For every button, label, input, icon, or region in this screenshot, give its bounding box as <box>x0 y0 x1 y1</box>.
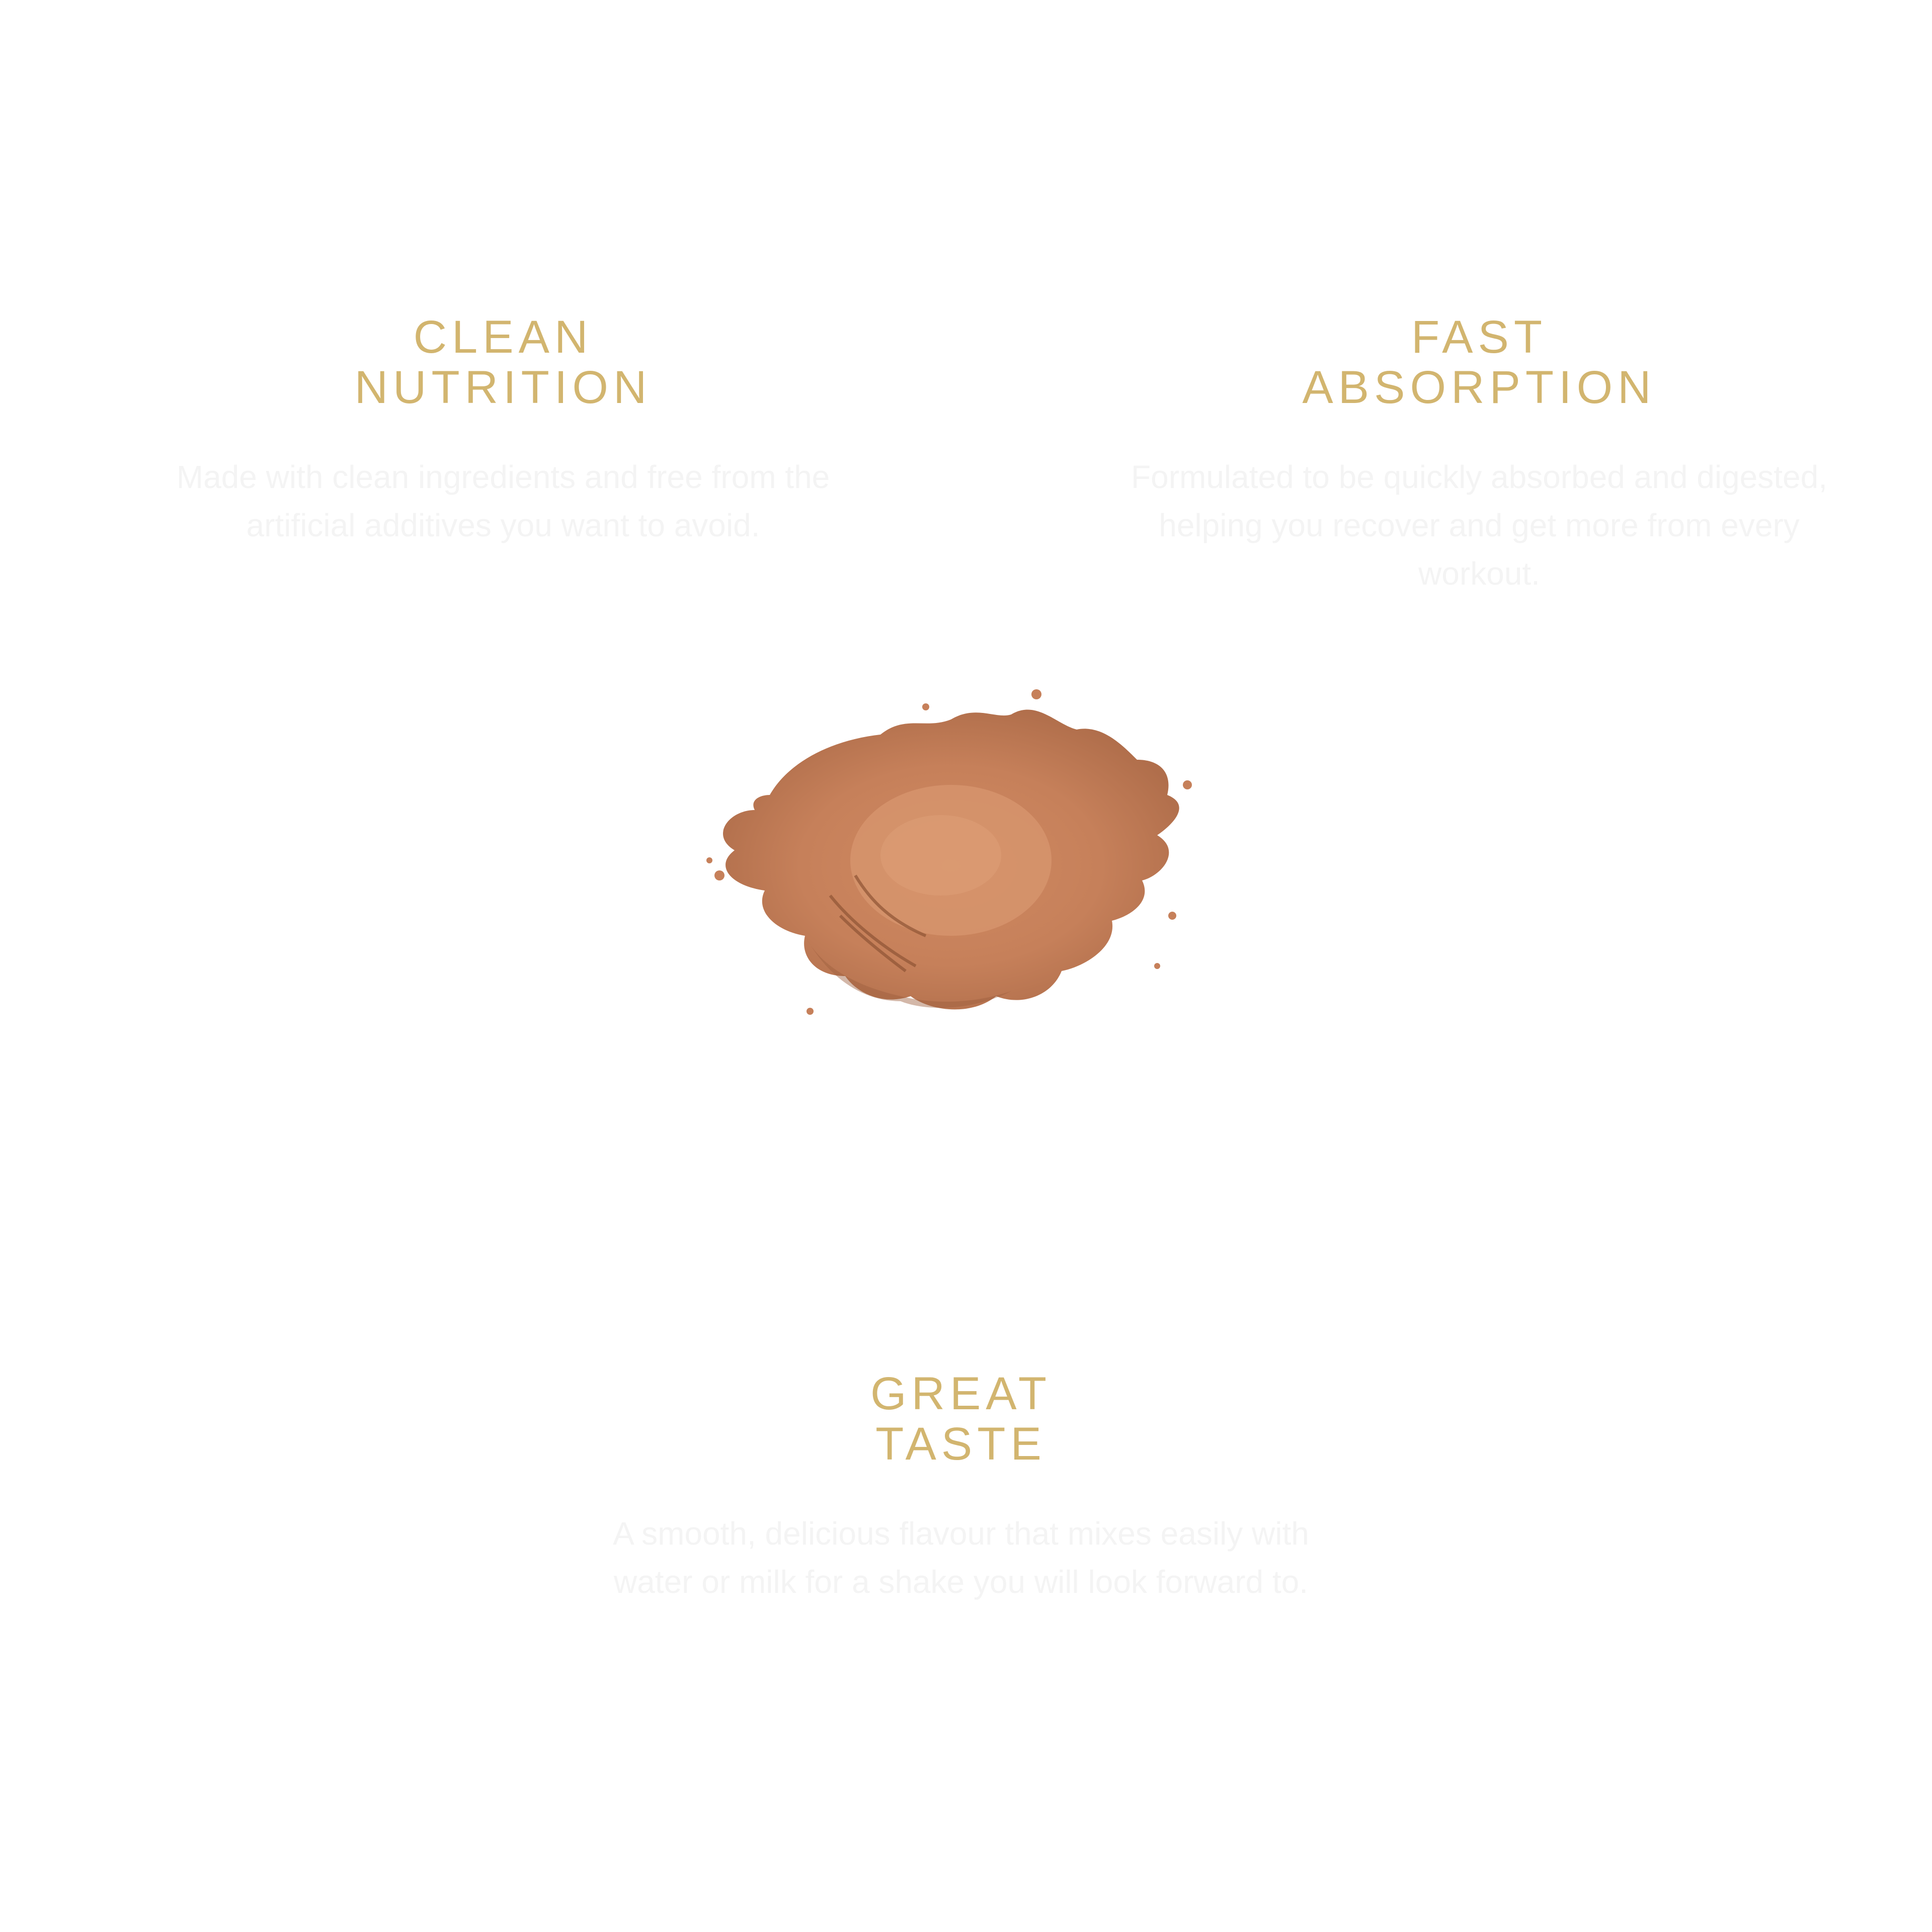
feature-description: Made with clean ingredients and free fro… <box>176 459 830 543</box>
feature-title-line-2: NUTRITION <box>354 362 652 413</box>
feature-title-line-2: TASTE <box>875 1418 1046 1470</box>
feature-clean-nutrition: CLEAN NUTRITION Made with clean ingredie… <box>151 312 855 549</box>
feature-title-line-1: FAST <box>1411 311 1548 363</box>
powder-speck <box>1168 912 1176 920</box>
powder-speck <box>714 870 725 880</box>
feature-title: GREAT TASTE <box>609 1369 1313 1469</box>
feature-title: FAST ABSORPTION <box>1127 312 1831 413</box>
feature-title: CLEAN NUTRITION <box>151 312 855 413</box>
powder-edge-shadow <box>805 936 1011 1008</box>
feature-great-taste: GREAT TASTE A smooth, delicious flavour … <box>609 1369 1313 1606</box>
feature-title-line-1: GREAT <box>870 1368 1052 1419</box>
powder-speck <box>922 703 929 710</box>
feature-description: Formulated to be quickly absorbed and di… <box>1131 459 1827 592</box>
powder-crater-center <box>880 815 1001 896</box>
powder-speck <box>1154 963 1160 969</box>
feature-title-line-1: CLEAN <box>413 311 593 363</box>
powder-speck <box>706 857 712 863</box>
powder-speck <box>807 1008 814 1015</box>
powder-pile-illustration <box>706 689 1192 1015</box>
feature-fast-absorption: FAST ABSORPTION Formulated to be quickly… <box>1127 312 1831 598</box>
powder-speck <box>1183 780 1192 789</box>
feature-description: A smooth, delicious flavour that mixes e… <box>613 1515 1309 1600</box>
feature-title-line-2: ABSORPTION <box>1302 362 1656 413</box>
powder-speck <box>1031 689 1041 699</box>
powder-crack-shadow <box>829 874 927 973</box>
powder-pile-image <box>689 684 1202 1046</box>
